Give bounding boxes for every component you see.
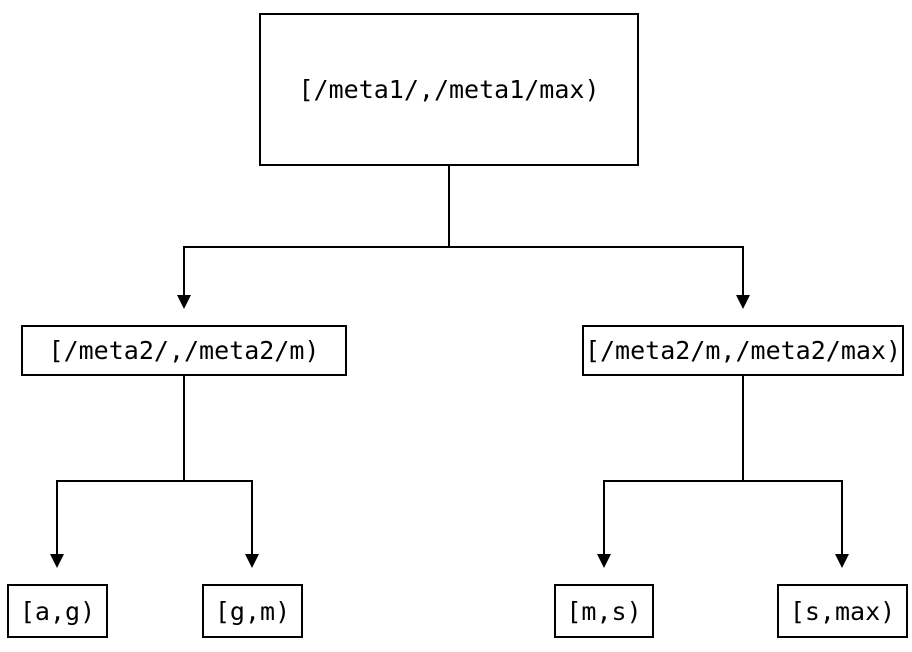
node-leaf-ms-label: [m,s) (566, 596, 642, 626)
arrow-down-icon (50, 554, 64, 568)
node-leaf-ms: [m,s) (554, 584, 654, 638)
arrow-down-icon (177, 295, 191, 309)
node-leaf-gm: [g,m) (202, 584, 303, 638)
arrow-down-icon (245, 554, 259, 568)
node-root: [/meta1/,/meta1/max) (259, 13, 639, 166)
node-leaf-ag: [a,g) (7, 584, 108, 638)
node-mid-right-label: [/meta2/m,/meta2/max) (584, 336, 902, 365)
arrow-down-icon (597, 554, 611, 568)
node-leaf-smax-label: [s,max) (789, 596, 896, 626)
node-mid-right: [/meta2/m,/meta2/max) (582, 325, 904, 376)
arrow-down-icon (835, 554, 849, 568)
node-leaf-smax: [s,max) (777, 584, 908, 638)
node-mid-left-label: [/meta2/,/meta2/m) (48, 336, 320, 365)
edge-lines (56, 166, 843, 554)
node-mid-left: [/meta2/,/meta2/m) (21, 325, 347, 376)
node-root-label: [/meta1/,/meta1/max) (298, 75, 600, 104)
node-leaf-ag-label: [a,g) (19, 596, 96, 626)
node-leaf-gm-label: [g,m) (214, 596, 291, 626)
edge-arrowheads (50, 295, 849, 568)
arrow-down-icon (736, 295, 750, 309)
